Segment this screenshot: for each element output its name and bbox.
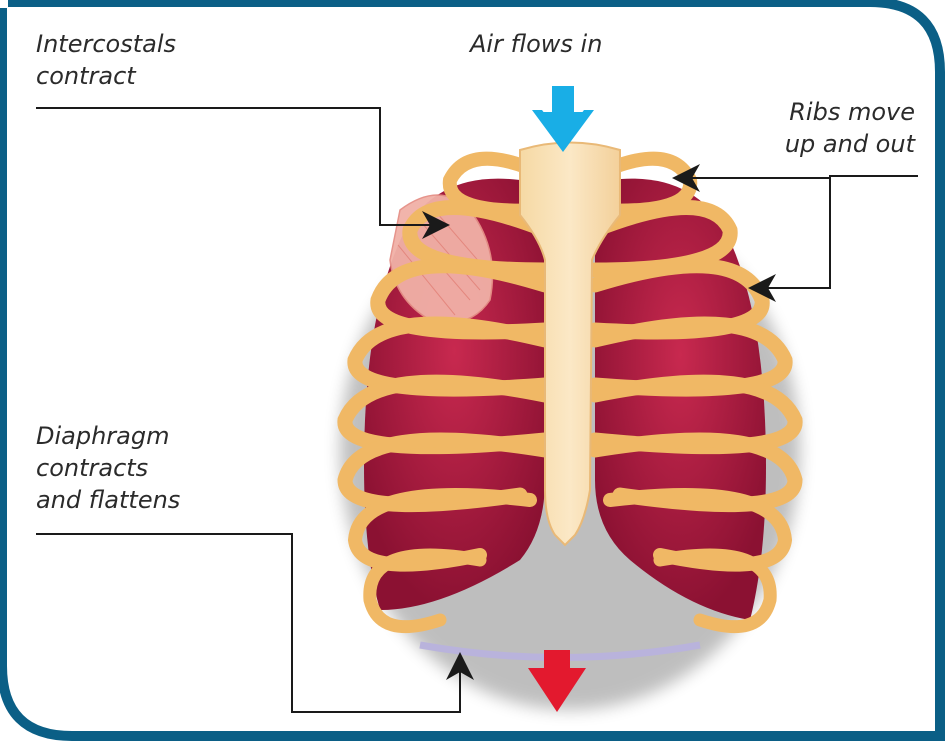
- intercostals-label: Intercostals contract: [36, 28, 176, 92]
- air-flows-label: Air flows in: [470, 28, 670, 60]
- ribs-label: Ribs move up and out: [785, 96, 915, 160]
- air-arrow-icon: [532, 86, 594, 152]
- diaphragm-label: Diaphragm contracts and flattens: [36, 420, 180, 516]
